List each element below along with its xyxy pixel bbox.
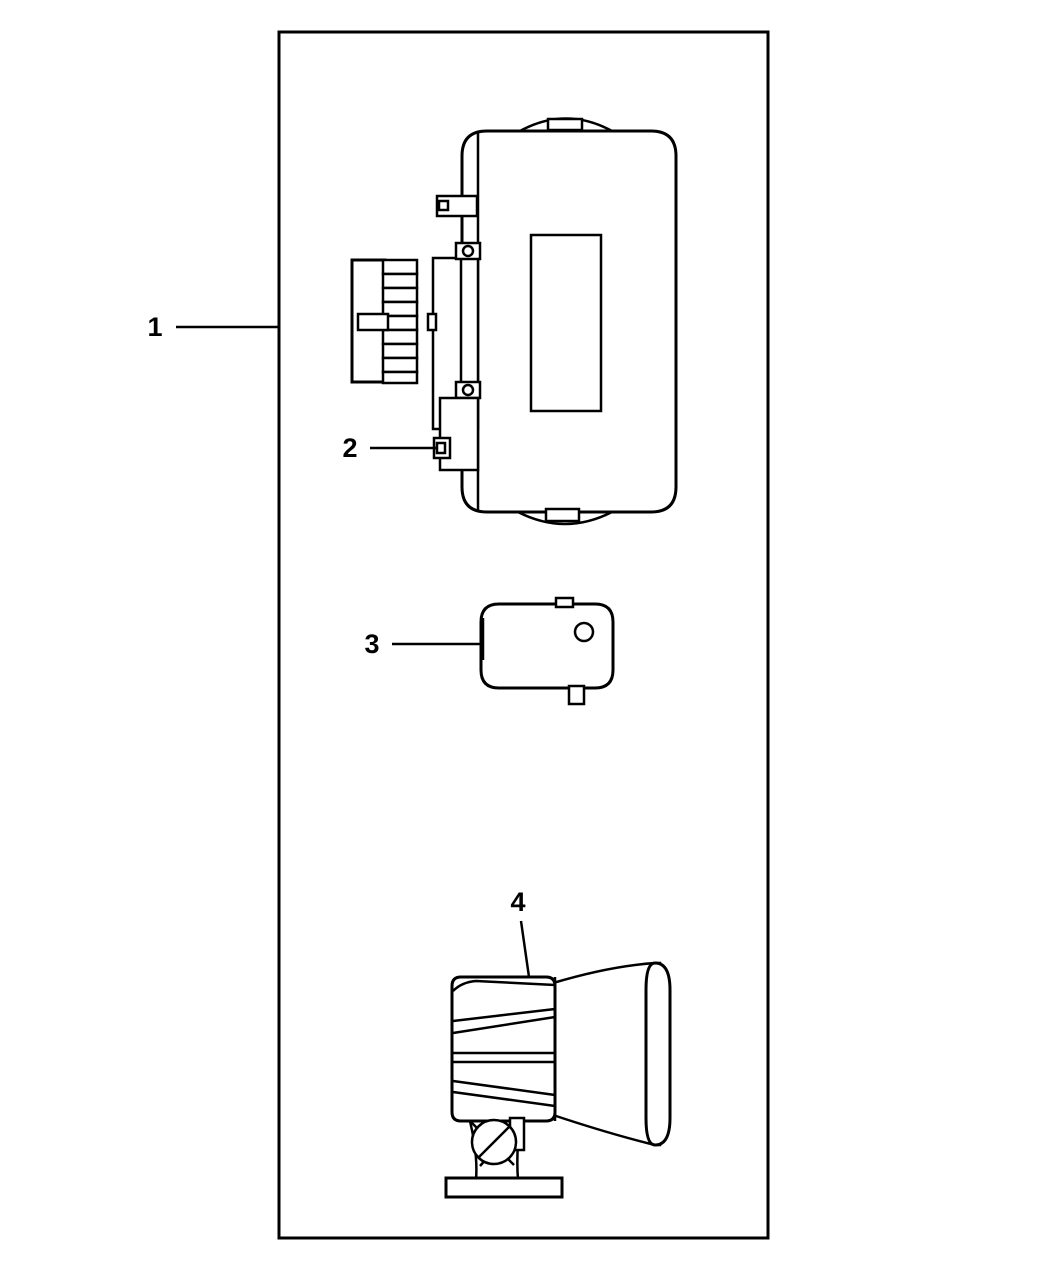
connector-fin — [381, 258, 419, 276]
module-top-tab — [546, 117, 584, 132]
connector-fin — [381, 356, 419, 374]
horn-rib-2 — [452, 1015, 556, 1035]
module-label-plate — [529, 233, 603, 413]
horn-swivel-screw-slot — [478, 1126, 510, 1158]
callout-group: 1 2 3 4 — [147, 312, 531, 978]
relay-cover-top-notch — [554, 596, 575, 609]
connector-fin — [381, 328, 419, 346]
module-bottom-arc — [517, 510, 613, 526]
callout-4-label: 4 — [510, 887, 525, 917]
module-main-body — [460, 129, 678, 514]
module-bottom-tab — [544, 507, 581, 523]
connector-latch-tab — [356, 312, 390, 332]
connector-fin — [381, 286, 419, 304]
mounting-tab-2-hole — [435, 441, 447, 455]
horn-rib-5 — [452, 1079, 556, 1097]
module-flange-nub — [426, 312, 438, 332]
part-4-siren-horn — [444, 961, 672, 1199]
horn-rib-top — [452, 979, 556, 992]
connector-fin — [381, 370, 419, 385]
module-screw-head-upper — [461, 244, 475, 258]
callout-1-label: 1 — [147, 312, 162, 342]
module-connector — [350, 258, 419, 385]
module-screw-head-lower — [461, 383, 475, 397]
horn-rib-6 — [452, 1090, 556, 1108]
horn-rib-1 — [452, 1007, 556, 1023]
module-upper-bracket-hole — [437, 199, 450, 212]
connector-fin — [381, 342, 419, 360]
part-1-alarm-module — [350, 117, 678, 526]
horn-bell — [551, 961, 662, 1147]
connector-fin — [381, 272, 419, 290]
relay-cover-bottom-tab — [567, 684, 586, 706]
horn-base-plate — [444, 1176, 564, 1199]
callout-3-label: 3 — [364, 629, 379, 659]
relay-cover-port — [573, 621, 595, 643]
part-3-relay-cover — [479, 596, 615, 706]
relay-cover-body — [479, 602, 615, 690]
callout-2-label: 2 — [342, 433, 357, 463]
diagram-border — [277, 30, 770, 1240]
horn-bell-rim — [644, 961, 672, 1147]
callout-4-leader — [519, 920, 531, 978]
